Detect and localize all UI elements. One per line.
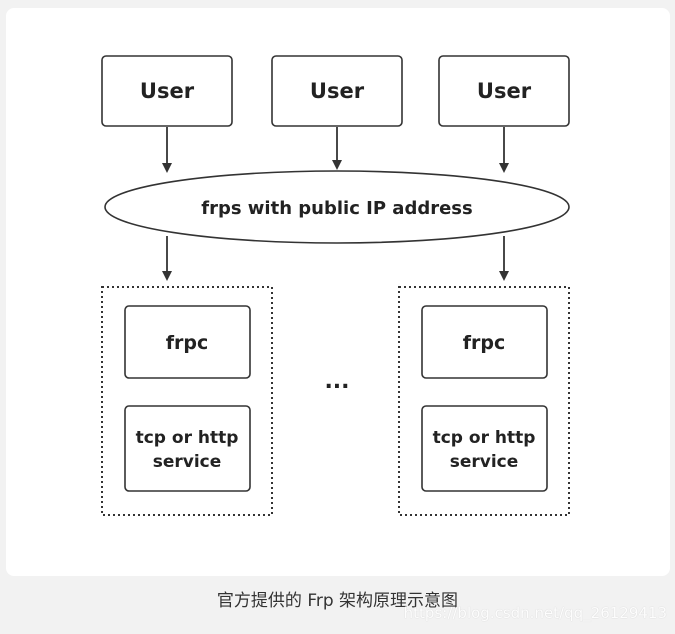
user-box-3: User (438, 55, 570, 127)
user-box-2: User (271, 55, 403, 127)
service-box-2: tcp or http service (421, 405, 548, 492)
frpc-label-1: frpc (166, 332, 209, 354)
user-label-2: User (310, 79, 365, 103)
frpc-label-2: frpc (463, 332, 506, 354)
service-label-1-line2: service (153, 452, 222, 472)
source-watermark: https://blog.csdn.net/qq_26129413 (403, 604, 667, 622)
user-box-1: User (101, 55, 233, 127)
frpc-box-2: frpc (421, 305, 548, 379)
user-label-1: User (140, 79, 195, 103)
service-label-2-line2: service (450, 452, 519, 472)
service-label-1-line1: tcp or http (136, 428, 239, 448)
service-box-1: tcp or http service (124, 405, 251, 492)
user-label-3: User (477, 79, 532, 103)
service-label-2-line1: tcp or http (433, 428, 536, 448)
frps-label: frps with public IP address (201, 198, 473, 219)
figure-caption: 官方提供的 Frp 架构原理示意图 (216, 591, 459, 611)
frpc-box-1: frpc (124, 305, 251, 379)
frps-server: frps with public IP address (104, 170, 570, 244)
client-group-1: frpc tcp or http service (101, 286, 273, 516)
client-group-2: frpc tcp or http service (398, 286, 570, 516)
more-clients-ellipsis: ... (324, 369, 349, 394)
